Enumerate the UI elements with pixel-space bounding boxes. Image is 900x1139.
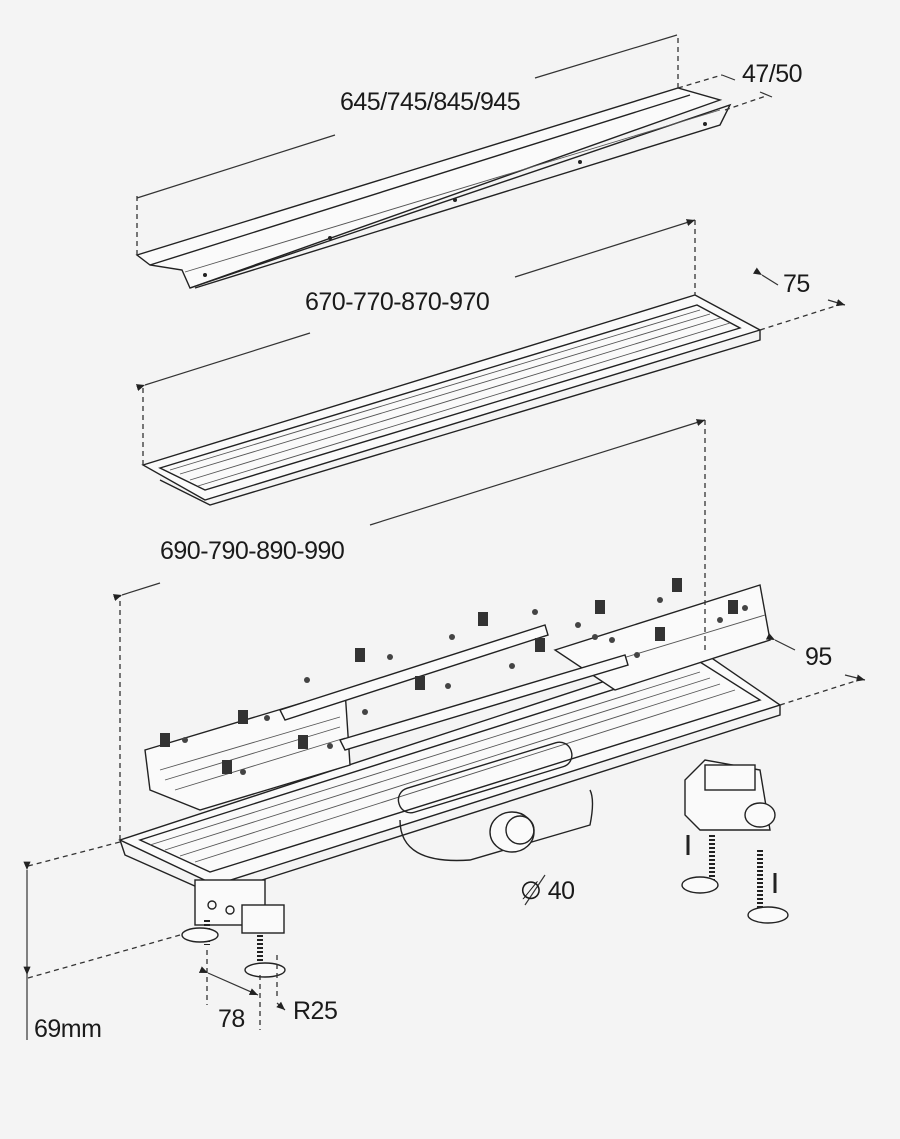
foot-radius-label: R25 — [293, 997, 338, 1025]
height-label: 69mm — [34, 1015, 102, 1043]
channel-length-label: 690-790-890-990 — [160, 537, 345, 565]
foot-spacing-label: 78 — [218, 1005, 245, 1033]
frame-length-label: 670-770-870-970 — [305, 288, 490, 316]
drain-channel — [118, 649, 782, 896]
grate-length-label: 645/745/845/945 — [340, 88, 521, 116]
grate-dimension-lines — [136, 34, 773, 255]
adjustable-foot-left — [181, 879, 286, 978]
channel-width-label: 95 — [805, 643, 832, 671]
adjustable-foot-right — [681, 759, 789, 924]
frame-dimension-lines — [135, 219, 846, 465]
frame-width-label: 75 — [783, 270, 810, 298]
channel-clips — [144, 578, 771, 811]
outlet-pipe — [489, 811, 535, 853]
drain-frame — [141, 294, 762, 506]
outlet-diameter-label: ∅ 40 — [520, 877, 575, 905]
channel-dimension-lines — [23, 419, 866, 1040]
grate-cover — [135, 87, 732, 289]
grate-width-label: 47/50 — [742, 60, 803, 88]
